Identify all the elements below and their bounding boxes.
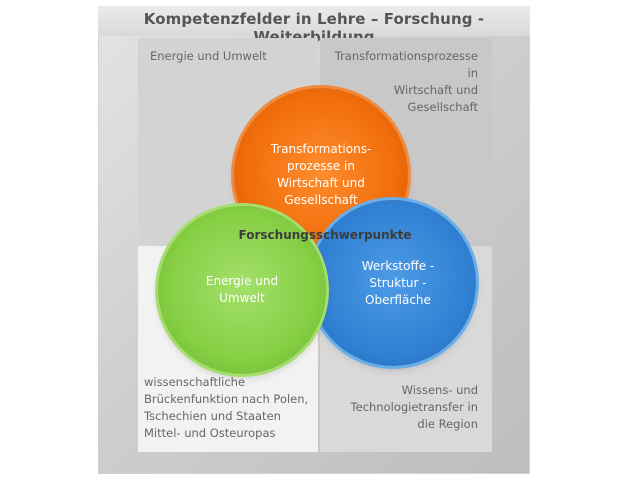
circle-transformation-line: prozesse in (287, 159, 355, 173)
quadrant-bottom-left-line: wissenschaftliche (144, 375, 246, 389)
frame-title-bar (98, 6, 530, 36)
quadrant-bottom-left-line: Mittel- und Osteuropas (144, 426, 276, 440)
quadrant-bottom-right-line: Wissens- und (401, 383, 478, 397)
circle-werkstoffe-line: Werkstoffe - (361, 258, 435, 273)
circle-werkstoffe-line: Struktur - (369, 275, 427, 290)
quadrant-bottom-right-line: die Region (417, 417, 478, 431)
center-label: Forschungsschwerpunkte (238, 228, 412, 242)
quadrant-top-right-line: Wirtschaft und (393, 83, 478, 97)
circle-werkstoffe-line: Oberfläche (365, 292, 431, 307)
circle-energie: Energie und Umwelt (158, 206, 326, 374)
circle-transformation-line: Gesellschaft (284, 193, 358, 207)
circle-transformation-line: Transformations- (270, 142, 372, 156)
quadrant-top-right-line: Transformationsprozesse in (334, 49, 478, 80)
quadrant-bottom-left-line: Tschechien und Staaten (144, 409, 281, 423)
circle-energie-line: Energie und (205, 274, 279, 288)
circle-werkstoffe: Werkstoffe - Struktur - Oberfläche (310, 200, 476, 366)
quadrant-bottom-left-line: Brückenfunktion nach Polen, (144, 392, 309, 406)
quadrant-top-right-line: Gesellschaft (407, 100, 478, 114)
circle-energie-line: Umwelt (219, 291, 265, 305)
circle-transformation-line: Wirtschaft und (277, 176, 365, 190)
quadrant-top-left-text: Energie und Umwelt (150, 49, 267, 63)
quadrant-bottom-right-line: Technologietransfer in (350, 400, 478, 414)
